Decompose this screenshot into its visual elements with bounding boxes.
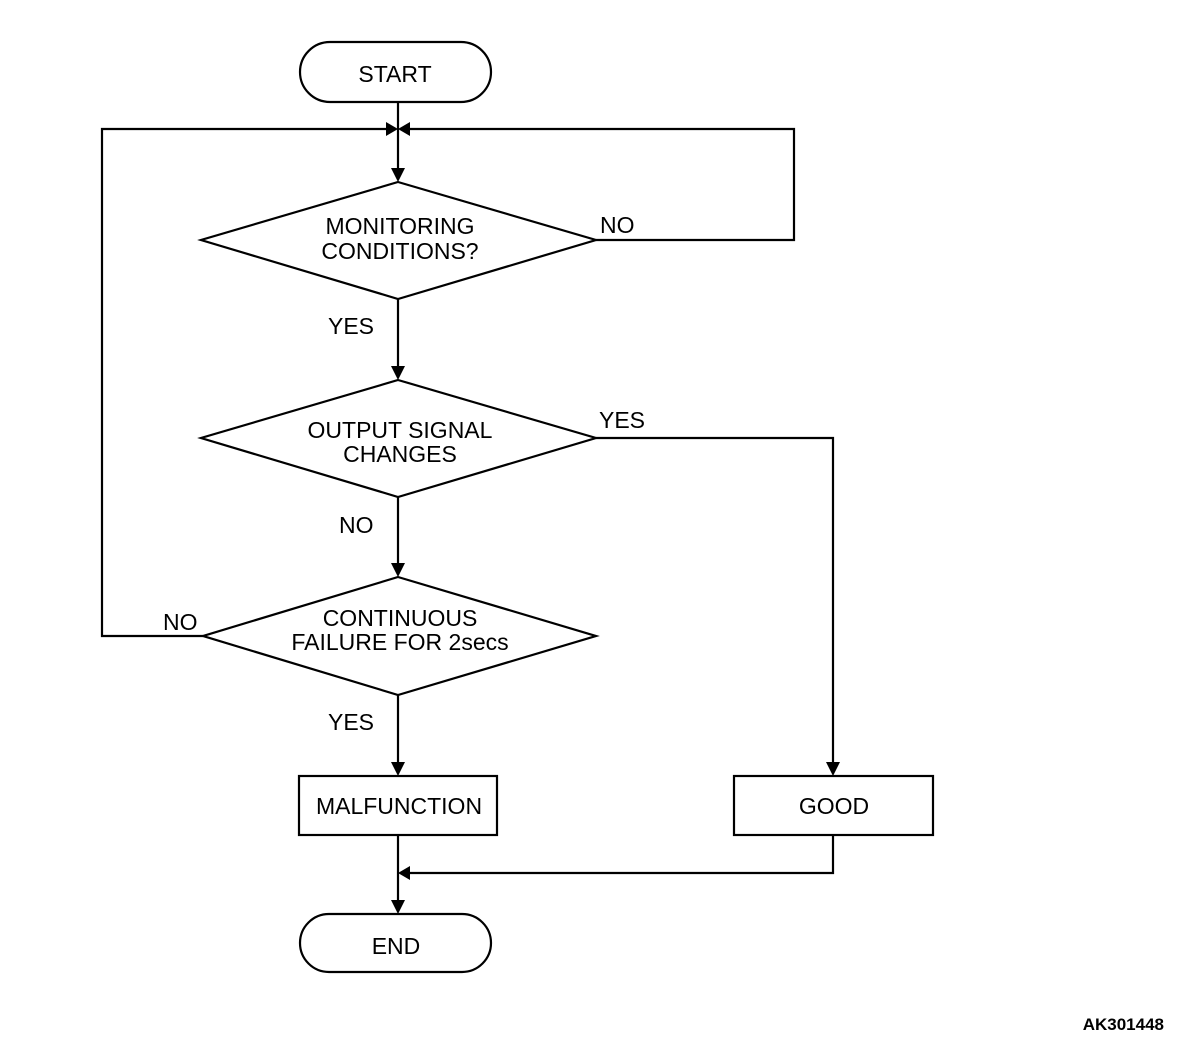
start-terminal: START — [298, 40, 493, 104]
arrowhead-into-malfunction — [391, 762, 405, 776]
edge-label-continuous-no: NO — [163, 609, 198, 635]
arrowhead-right-loop — [398, 122, 410, 136]
connector-output-signal-yes — [596, 436, 835, 764]
connectors — [100, 102, 835, 902]
end-terminal-label: END — [372, 933, 421, 959]
edge-label-output-signal-no: NO — [339, 512, 374, 538]
arrowheads — [386, 122, 840, 914]
decision-monitoring-line2: CONDITIONS? — [321, 238, 478, 264]
edge-label-monitoring-no: NO — [600, 212, 635, 238]
reference-code: AK301448 — [1083, 1015, 1164, 1034]
start-terminal-label: START — [358, 61, 431, 87]
decision-continuous-line1: CONTINUOUS — [323, 605, 478, 631]
decision-continuous-failure: CONTINUOUS FAILURE FOR 2secs — [199, 575, 600, 697]
connector-good-to-end — [408, 835, 835, 875]
process-good: GOOD — [732, 774, 935, 837]
end-terminal: END — [298, 912, 493, 974]
decision-output-signal-line1: OUTPUT SIGNAL — [308, 417, 493, 443]
decision-monitoring-conditions: MONITORING CONDITIONS? — [197, 180, 600, 301]
arrowhead-into-good — [826, 762, 840, 776]
decision-continuous-line2: FAILURE FOR 2secs — [291, 629, 508, 655]
edge-label-monitoring-yes: YES — [328, 313, 374, 339]
arrowhead-left-loop — [386, 122, 398, 136]
arrowhead-good-merge — [398, 866, 410, 880]
process-good-label: GOOD — [799, 793, 869, 819]
connector-continuous-no-loop — [100, 127, 390, 638]
process-malfunction: MALFUNCTION — [297, 774, 499, 837]
arrowhead-into-continuous — [391, 563, 405, 577]
arrowhead-into-end — [391, 900, 405, 914]
edge-label-continuous-yes: YES — [328, 709, 374, 735]
edge-label-output-signal-yes: YES — [599, 407, 645, 433]
decision-output-signal-line2: CHANGES — [343, 441, 457, 467]
process-malfunction-label: MALFUNCTION — [316, 793, 482, 819]
connector-monitoring-no-loop — [406, 127, 796, 242]
decision-output-signal-changes: OUTPUT SIGNAL CHANGES — [197, 378, 600, 499]
arrowhead-into-monitoring — [391, 168, 405, 182]
decision-monitoring-line1: MONITORING — [325, 213, 474, 239]
edge-labels: NO YES YES NO NO YES — [163, 212, 645, 735]
arrowhead-into-output-signal — [391, 366, 405, 380]
